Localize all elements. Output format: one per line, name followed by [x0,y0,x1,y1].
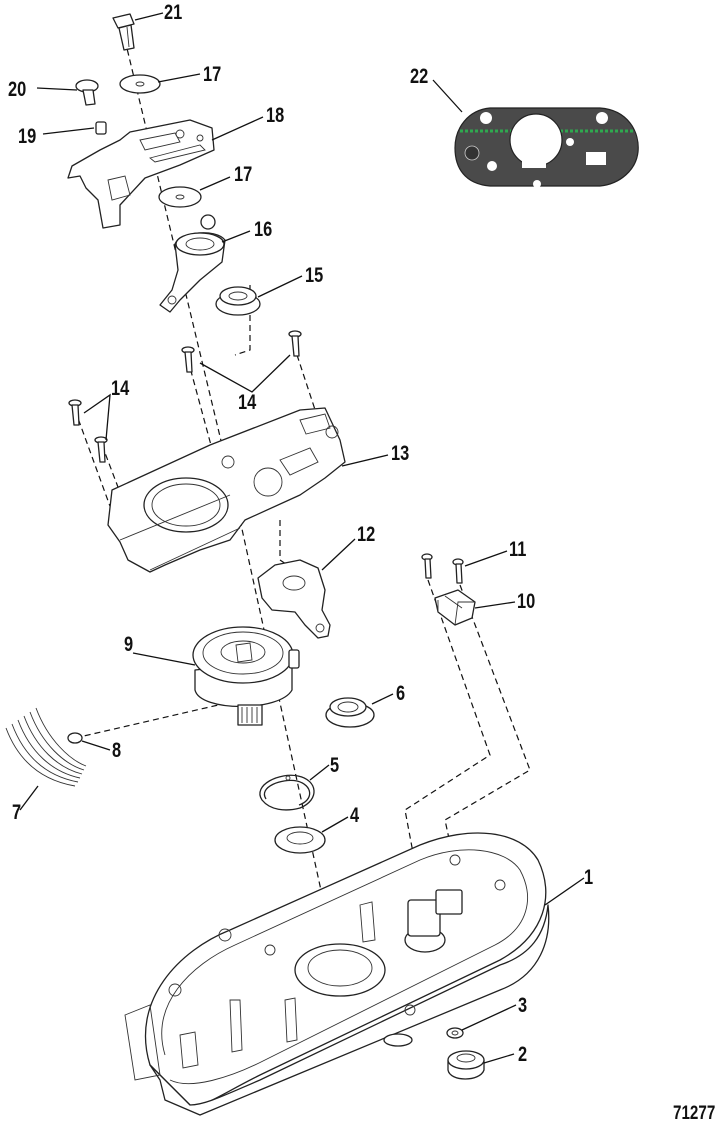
part-17-washer-lower [158,186,202,208]
callout-10: 10 [517,590,536,613]
part-11-screw-1 [421,553,433,579]
callout-16: 16 [254,218,273,241]
callout-1: 1 [584,866,594,889]
part-9-motor [192,626,300,726]
part-16-arm [159,214,226,313]
part-1-base-housing [124,832,550,1116]
part-11-screw-2 [452,558,464,584]
callout-19: 19 [18,125,37,148]
callout-18: 18 [266,104,285,127]
callout-11: 11 [509,538,527,561]
part-17-washer-upper [119,74,161,94]
part-19-spacer [95,121,107,135]
callout-2: 2 [518,1043,528,1066]
leader-lines [19,12,585,1064]
part-2-foot [447,1050,485,1080]
callout-5: 5 [330,754,340,777]
callout-22: 22 [410,65,429,88]
part-7-wires [5,707,87,787]
part-8-plug [67,732,83,744]
part-6-bushing [325,697,375,728]
callout-17-lower: 17 [234,163,253,186]
part-22-decal [454,107,639,188]
callout-21: 21 [164,1,183,24]
part-20-screw [75,79,99,106]
callout-14-center: 14 [238,391,257,414]
part-12-lever [257,559,331,639]
part-14-screw-1 [181,346,195,373]
part-14-screw-4 [94,436,108,463]
part-21-screw [112,13,135,51]
callout-9: 9 [124,633,134,656]
callout-17-upper: 17 [203,63,222,86]
callout-3: 3 [518,994,528,1017]
part-14-screw-3 [68,399,82,426]
part-18-bracket [67,119,215,229]
callout-14-left: 14 [111,377,130,400]
callout-15: 15 [305,264,324,287]
callout-20: 20 [8,78,27,101]
part-10-sensor [434,589,476,626]
part-4-washer [274,826,326,854]
callout-6: 6 [396,682,406,705]
callout-8: 8 [112,739,122,762]
part-13-frame [107,407,346,573]
callout-12: 12 [357,523,376,546]
part-5-retaining-ring [259,774,315,811]
figure-number: 71277 [673,1103,716,1124]
part-3-washer [446,1027,464,1039]
callout-4: 4 [350,804,360,827]
callout-13: 13 [391,442,410,465]
part-15-bushing [215,286,261,316]
callout-7: 7 [12,801,22,824]
part-14-screw-2 [288,330,302,357]
